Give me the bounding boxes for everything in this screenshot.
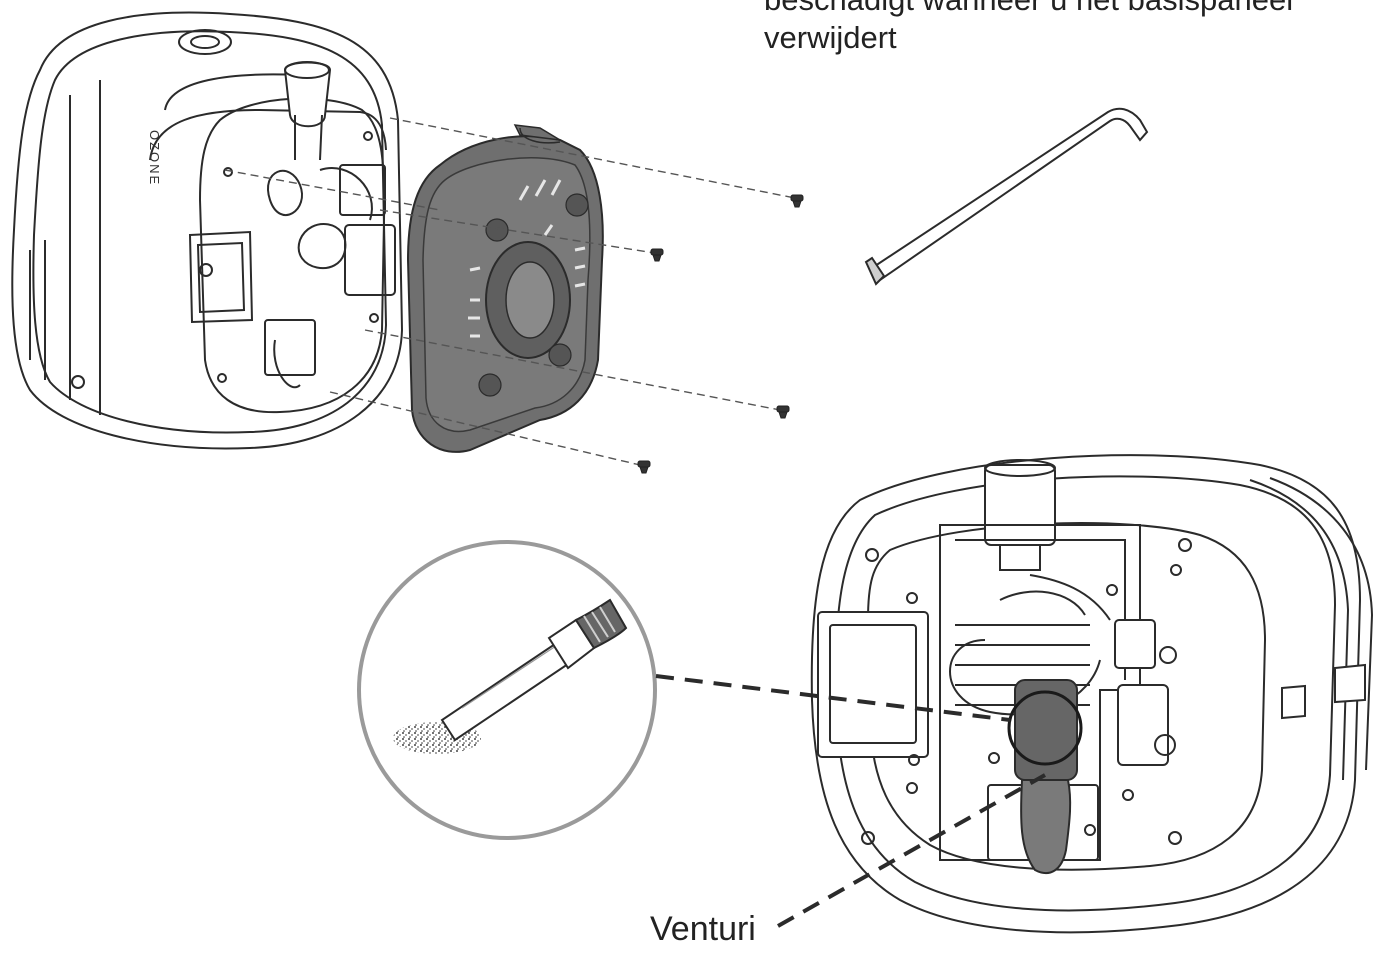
caption-line-1: beschadigt wanneer u het basispaneel [764,0,1293,18]
venturi-label: Venturi [650,910,756,948]
base-panel [406,124,604,453]
alignment-lines [224,117,796,466]
screw-3 [776,405,790,419]
brand-mark-text: OZONE [147,130,162,186]
venturi-highlight-circle [1007,690,1083,766]
leader-lines [655,674,1046,928]
right-unit-housing [810,454,1374,934]
screw-4 [637,460,651,474]
zoom-detail [357,540,657,840]
screw-2 [650,248,664,262]
torx-key [864,107,1149,286]
venturi-part [1014,679,1078,875]
screws [637,194,804,474]
left-unit-housing [11,11,404,450]
screw-1 [790,194,804,208]
caption-line-2: verwijdert [764,20,897,55]
